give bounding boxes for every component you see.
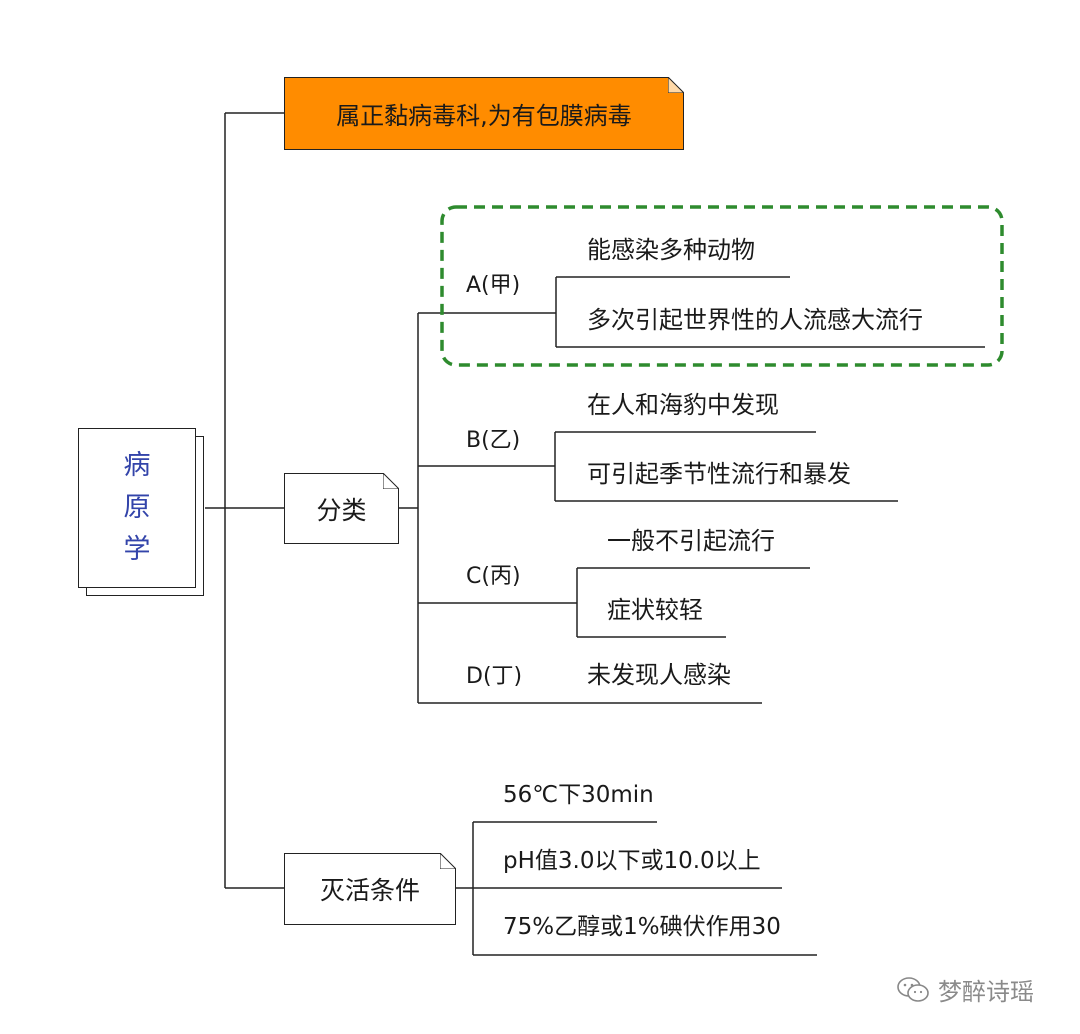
top-note: 属正黏病毒科,为有包膜病毒 <box>284 77 684 150</box>
root-title-line-2: 原 <box>123 492 151 523</box>
inactivation-note: 灭活条件 <box>284 853 456 925</box>
type-d-label: D(丁) <box>466 664 523 689</box>
root-title-line-1: 病 <box>123 450 151 481</box>
page-fold-icon <box>440 853 456 869</box>
inact-item-3: 75%乙醇或1%碘伏作用30 <box>503 914 781 940</box>
wechat-icon <box>897 976 929 1002</box>
type-b-item-2: 可引起季节性流行和暴发 <box>587 460 851 488</box>
page-fold-icon <box>668 77 684 93</box>
inactivation-label: 灭活条件 <box>319 876 420 905</box>
type-a-item-2: 多次引起世界性的人流感大流行 <box>587 306 923 334</box>
watermark-text: 梦醉诗瑶 <box>938 978 1034 1006</box>
type-b-item-1: 在人和海豹中发现 <box>587 391 779 419</box>
type-c-label: C(丙) <box>466 564 521 589</box>
highlight-box <box>440 205 1004 367</box>
type-a-label: A(甲) <box>466 273 521 298</box>
type-d-item-1: 未发现人感染 <box>587 661 731 689</box>
type-c-item-2: 症状较轻 <box>607 596 703 624</box>
type-b-label: B(乙) <box>466 428 521 453</box>
type-c-item-1: 一般不引起流行 <box>607 527 775 555</box>
root-title-line-3: 学 <box>123 534 151 565</box>
classify-note: 分类 <box>284 473 399 544</box>
root-doc <box>78 428 196 588</box>
classify-label: 分类 <box>316 495 367 525</box>
page-fold-icon <box>383 473 399 489</box>
inact-item-2: pH值3.0以下或10.0以上 <box>503 848 761 874</box>
top-note-label: 属正黏病毒科,为有包膜病毒 <box>336 102 632 130</box>
inact-item-1: 56℃下30min <box>503 782 654 808</box>
watermark: 梦醉诗瑶 <box>896 972 1034 1007</box>
root-title: 病 原 学 <box>78 428 196 588</box>
type-a-item-1: 能感染多种动物 <box>587 236 755 264</box>
